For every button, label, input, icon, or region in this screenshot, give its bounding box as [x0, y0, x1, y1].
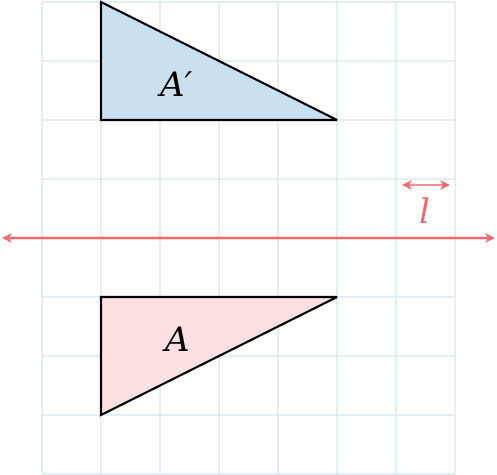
line-label-l: l	[402, 180, 450, 232]
line-name: l	[419, 192, 430, 232]
label-a: A	[162, 320, 190, 360]
original-triangle-a	[99, 295, 338, 417]
label-a-prime: A′	[157, 65, 193, 105]
reflected-triangle-a-prime	[99, 0, 338, 122]
